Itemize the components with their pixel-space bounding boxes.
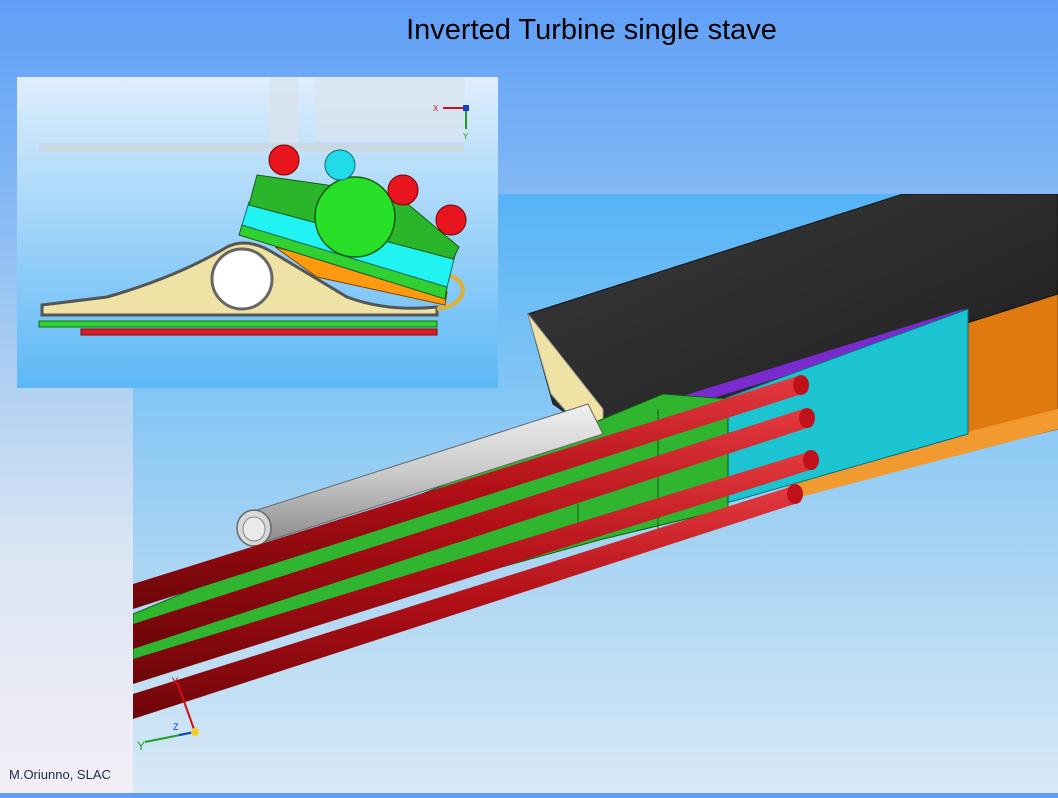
green-circle: [314, 176, 396, 258]
triad-z-label: Z: [173, 722, 179, 732]
main-3d-view: X Y Z: [132, 193, 1058, 793]
red-circle-3: [435, 204, 467, 236]
red-circle-2: [387, 174, 419, 206]
purple-strip: [673, 309, 968, 409]
author-footer: M.Oriunno, SLAC: [9, 767, 111, 782]
triad-x-label: X: [171, 675, 179, 689]
black-shell: [527, 193, 1058, 440]
cross-section-render: X Y: [17, 77, 498, 388]
cooling-tube-section: [210, 247, 274, 311]
cross-section-inset: X Y: [17, 77, 498, 388]
bottom-red-bar: [80, 328, 438, 336]
triad-y-label: Y: [137, 739, 145, 753]
red-rods: [133, 375, 819, 719]
axis-triad: X Y Z: [137, 675, 199, 753]
slide-title: Inverted Turbine single stave: [406, 14, 777, 46]
inset-axis-triad: X Y: [433, 104, 469, 141]
bottom-green-bar: [38, 320, 438, 328]
stave-3d-render: X Y Z: [132, 193, 1058, 793]
inset-triad-y-label: Y: [463, 132, 469, 141]
red-circle-1: [268, 144, 300, 176]
inset-triad-x-label: X: [433, 104, 439, 113]
cyan-circle: [324, 149, 356, 181]
cooling-tube: [236, 403, 604, 547]
